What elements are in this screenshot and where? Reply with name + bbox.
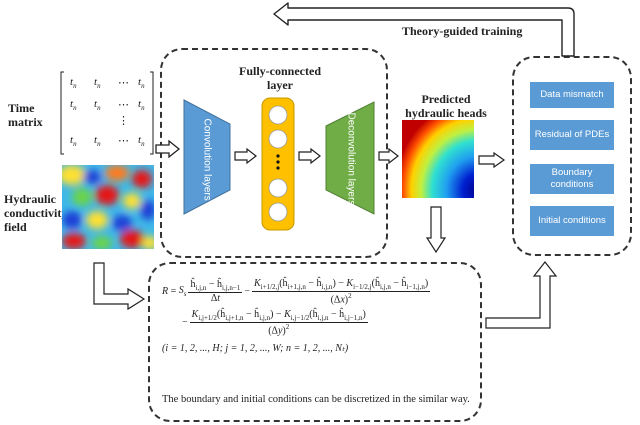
- time-matrix-cell: tn: [94, 98, 101, 113]
- deconvolution-layers-label-wrap: Deconvolution layers: [334, 112, 368, 205]
- time-matrix-label: Time matrix: [8, 101, 43, 129]
- deconvolution-layers: [325, 101, 375, 215]
- time-matrix-cell: tn: [138, 98, 145, 113]
- index-range: (i = 1, 2, ..., H; j = 1, 2, ..., W; n =…: [162, 342, 349, 354]
- convolution-layers-label: Convolution layers: [201, 118, 213, 201]
- neuron-node: [268, 129, 288, 149]
- convolution-layers-label-wrap: Convolution layers: [192, 118, 222, 201]
- fully-connected-layer: [261, 97, 295, 231]
- deconvolution-layers-label: Deconvolution layers: [345, 112, 357, 205]
- equation-box: [148, 262, 482, 422]
- predicted-heads-label: Predicted hydraulic heads: [405, 92, 487, 120]
- equation-loss-arrow: [485, 261, 558, 329]
- time-matrix-cell: ⋯: [118, 135, 129, 147]
- time-matrix-cell: tn: [70, 76, 77, 91]
- loss-box: [512, 56, 632, 256]
- input-arrow: [155, 140, 181, 158]
- time-matrix-brackets: [60, 71, 154, 155]
- time-matrix-cell: tn: [94, 76, 101, 91]
- predicted-loss-arrow: [478, 152, 506, 168]
- loss-boundary-conditions: Boundary conditions: [530, 164, 614, 194]
- hydraulic-field-label: Hydraulic conductivity field: [4, 192, 68, 234]
- neuron-node: [268, 105, 288, 125]
- hydraulic-conductivity-image: [62, 165, 154, 249]
- input-equation-arrow: [93, 262, 146, 311]
- loss-initial-conditions: Initial conditions: [530, 206, 614, 236]
- loss-pde-residual: Residual of PDEs: [530, 120, 614, 150]
- time-matrix-cell: tn: [70, 134, 77, 149]
- theory-guided-label: Theory-guided training: [402, 24, 523, 38]
- time-matrix-grid: tn tn ⋯ tn tn tn ⋯ tn ⋮ tn tn ⋯ tn: [64, 74, 150, 152]
- time-matrix: tn tn ⋯ tn tn tn ⋯ tn ⋮ tn tn ⋯ tn: [60, 70, 154, 156]
- fc-deconv-arrow: [298, 148, 321, 164]
- conv-fc-arrow: [234, 148, 257, 164]
- neuron-node: [268, 178, 288, 198]
- theory-guided-arrow: [273, 2, 575, 57]
- discretization-note: The boundary and initial conditions can …: [162, 394, 470, 405]
- loss-data-mismatch: Data mismatch: [530, 82, 614, 108]
- deconv-output-arrow: [378, 148, 399, 164]
- predicted-equation-arrow: [426, 206, 446, 254]
- time-matrix-cell: tn: [94, 134, 101, 149]
- time-matrix-cell: ⋯: [118, 77, 129, 89]
- time-matrix-cell: ⋯: [118, 99, 129, 111]
- fc-layer-label: Fully-connected layer: [239, 64, 321, 92]
- time-matrix-cell: tn: [138, 134, 145, 149]
- time-matrix-cell: tn: [70, 98, 77, 113]
- neuron-node: [268, 202, 288, 222]
- convolution-layers: [183, 99, 231, 215]
- predicted-heads-image: [402, 120, 474, 198]
- time-matrix-cell: ⋮: [118, 115, 129, 127]
- time-matrix-cell: tn: [138, 76, 145, 91]
